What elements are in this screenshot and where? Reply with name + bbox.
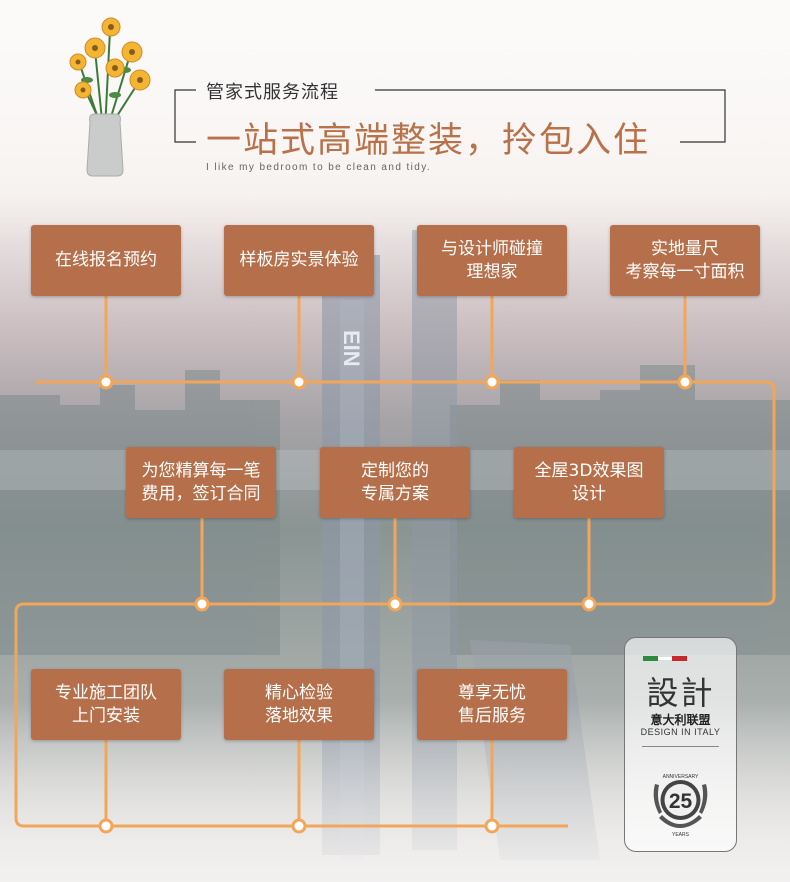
header-main-slogan: 一站式高端整装，拎包入住 (206, 121, 651, 161)
emblem-number: 25 (669, 790, 693, 813)
flow-node (677, 374, 693, 390)
step-inspection: 精心检验 落地效果 (224, 669, 374, 740)
flow-node (484, 374, 500, 390)
anniversary-emblem-icon: 25 ANNIVERSARY YEARS (653, 774, 708, 838)
badge-subtitle-en: DESIGN IN ITALY (640, 727, 721, 737)
step-online-registration: 在线报名预约 (31, 225, 181, 296)
header-frame (174, 89, 726, 143)
step-3d-rendering: 全屋3D效果图 设计 (514, 447, 664, 518)
flow-node (387, 596, 403, 612)
step-installation: 专业施工团队 上门安装 (31, 669, 181, 740)
emblem-bottom-text: YEARS (672, 832, 690, 838)
flower-vase-illustration (69, 17, 151, 177)
italy-flag-icon (643, 656, 688, 661)
emblem-top-text: ANNIVERSARY (663, 774, 699, 780)
step-after-sales: 尊享无忧 售后服务 (417, 669, 567, 740)
flow-node (581, 596, 597, 612)
design-in-italy-badge: 設計 意大利联盟 DESIGN IN ITALY 25 ANNIVERSARY … (624, 637, 737, 852)
step-budget-contract: 为您精算每一笔 费用，签订合同 (126, 447, 276, 518)
step-onsite-measurement: 实地量尺 考察每一寸面积 (610, 225, 760, 296)
flow-node (291, 818, 307, 834)
flow-node (194, 596, 210, 612)
badge-title: 設計 (646, 674, 715, 712)
flow-node (484, 818, 500, 834)
flow-node (98, 374, 114, 390)
badge-divider (642, 746, 719, 747)
step-custom-plan: 定制您的 专属方案 (320, 447, 470, 518)
header-subtitle: I like my bedroom to be clean and tidy. (206, 162, 432, 173)
flow-node (98, 818, 114, 834)
step-meet-designer: 与设计师碰撞 理想家 (417, 225, 567, 296)
svg-text:EIN: EIN (339, 330, 364, 367)
badge-subtitle-cn: 意大利联盟 (650, 713, 711, 727)
header-title: 管家式服务流程 (206, 82, 339, 103)
step-showroom-experience: 样板房实景体验 (224, 225, 374, 296)
flow-node (291, 374, 307, 390)
